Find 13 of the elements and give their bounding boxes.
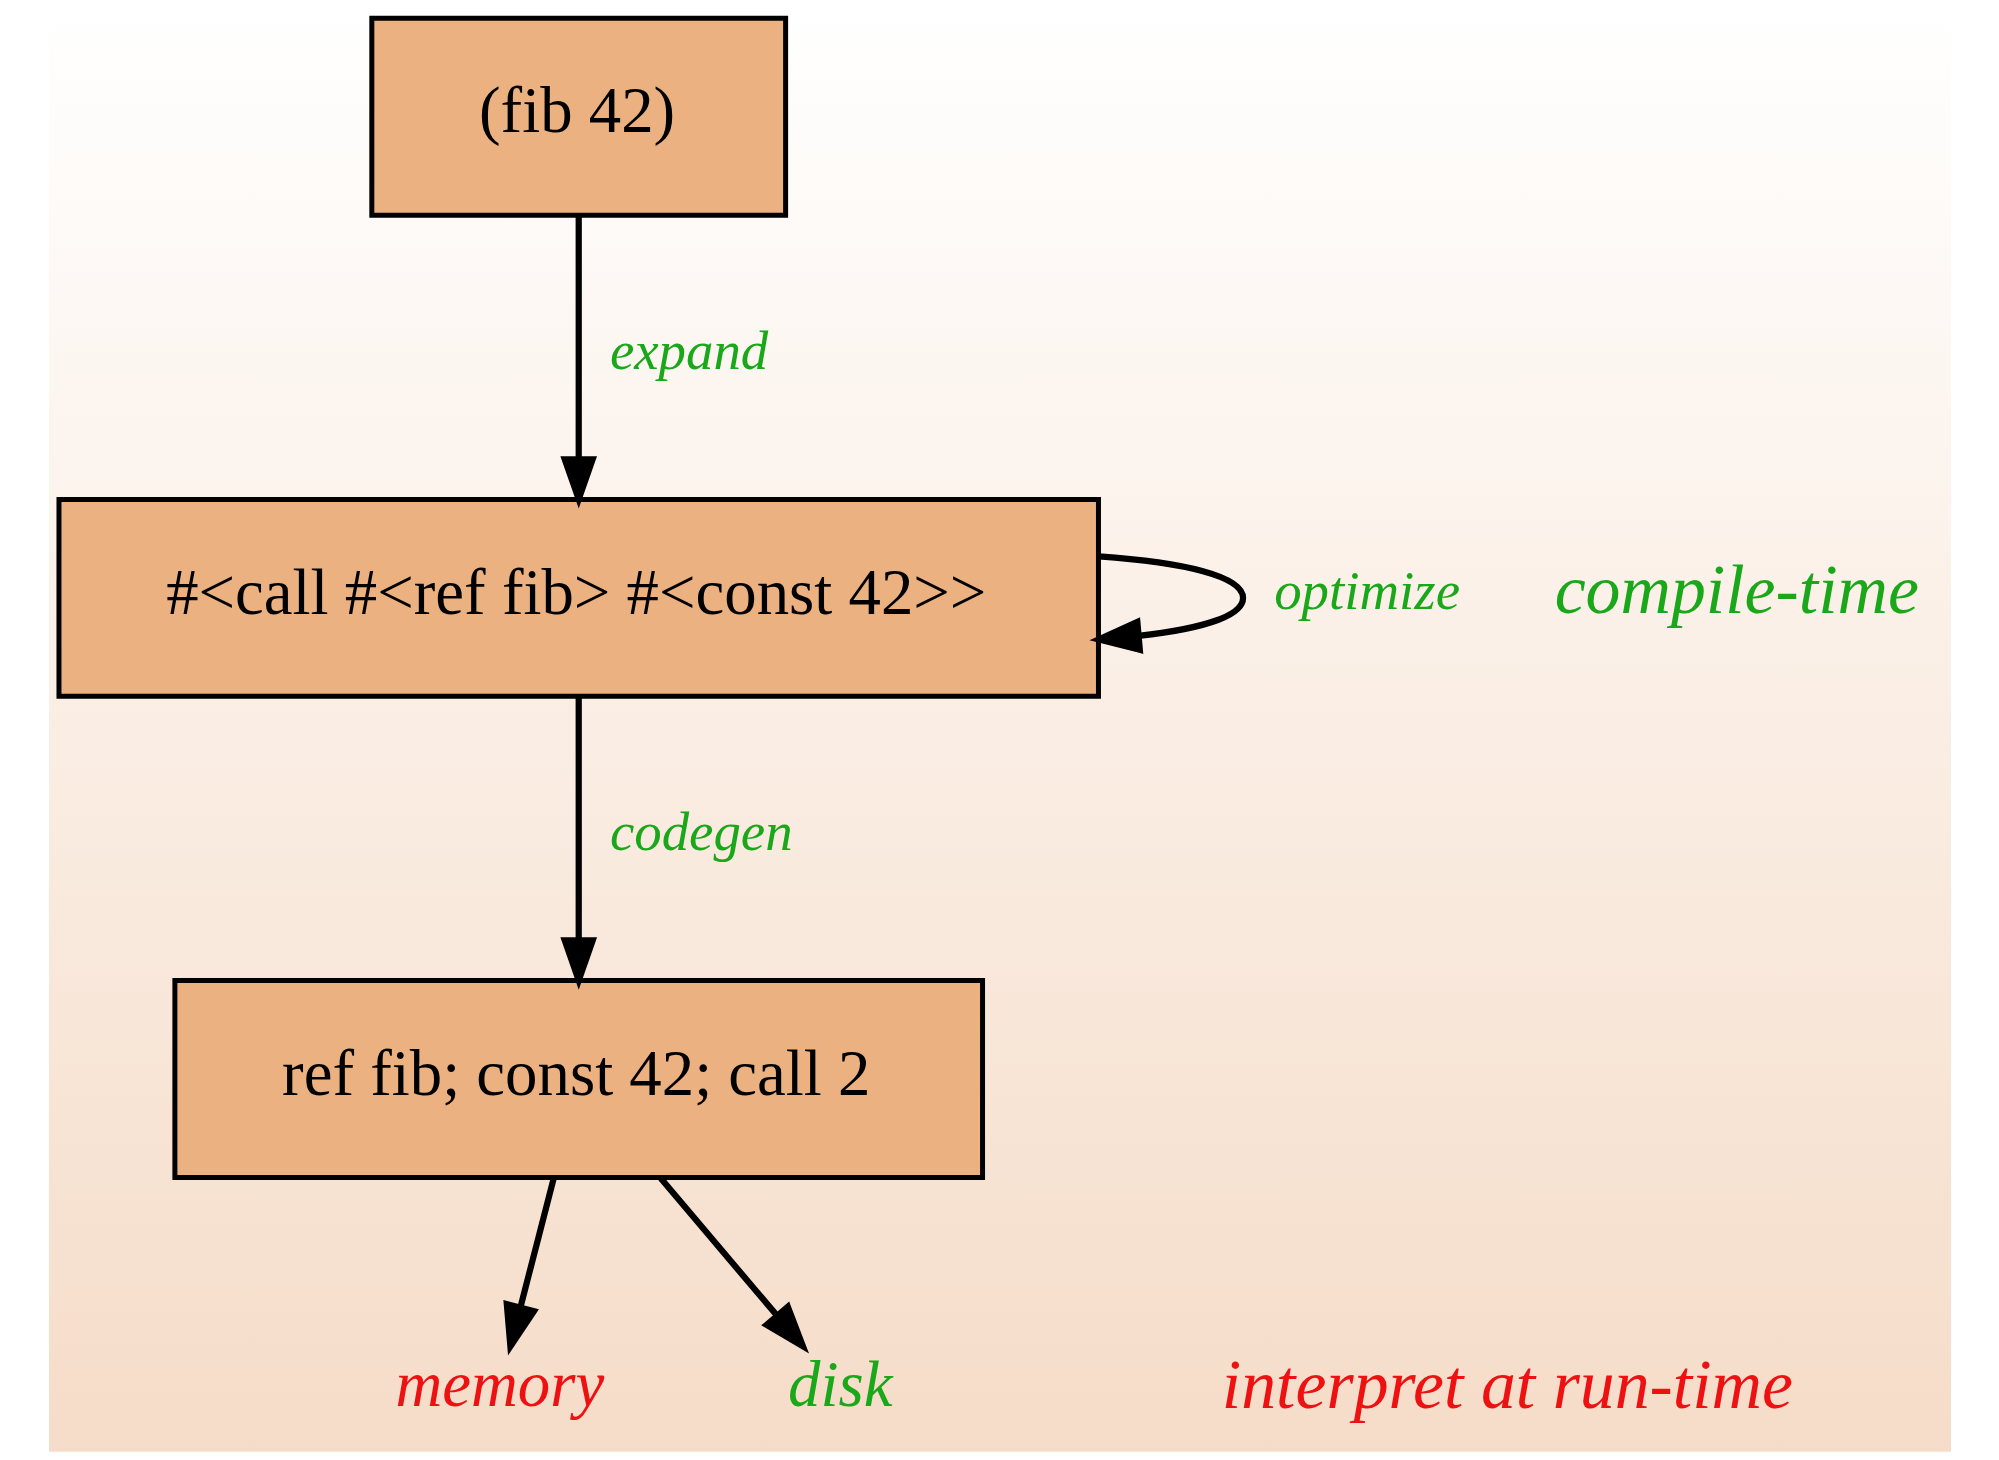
label: interpret at run-time	[1221, 1345, 1793, 1423]
edge-label: optimize	[1273, 560, 1460, 622]
arrow	[559, 215, 597, 509]
arrow	[559, 696, 597, 990]
node-text: disk	[787, 1348, 892, 1421]
node-box: ref fib; const 42; call 2	[171, 978, 985, 1180]
label: compile-time	[1554, 550, 1919, 628]
arrow	[1088, 553, 1246, 654]
node-box: (fib 42)	[368, 15, 788, 218]
node-text: memory	[395, 1348, 604, 1421]
node-box: #<call #<ref fib> #<const 42>>	[55, 496, 1101, 699]
edge-label: codegen	[609, 800, 793, 862]
edge-label: expand	[609, 319, 768, 381]
